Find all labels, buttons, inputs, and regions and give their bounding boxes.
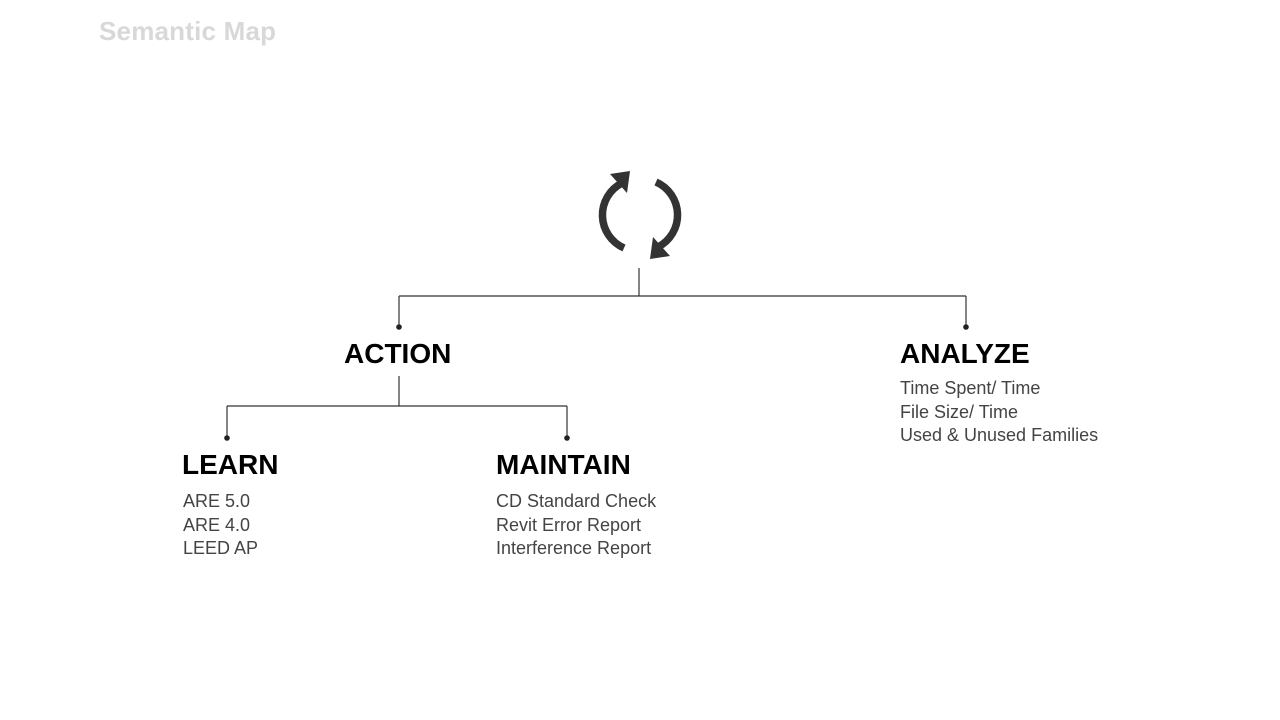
list-item: File Size/ Time xyxy=(900,401,1019,422)
node-maintain-title: MAINTAIN xyxy=(496,449,631,480)
list-item: ARE 4.0 xyxy=(183,514,251,535)
learn-items: ARE 5.0 ARE 4.0 LEED AP xyxy=(183,490,258,561)
maintain-items: CD Standard Check Revit Error Report Int… xyxy=(496,490,656,561)
node-action-title: ACTION xyxy=(344,338,452,369)
list-item: Used & Unused Families xyxy=(900,425,1099,445)
node-learn-title: LEARN xyxy=(182,449,279,480)
node-analyze-title: ANALYZE xyxy=(900,338,1030,369)
learn-dot xyxy=(224,435,230,441)
analyze-dot xyxy=(963,324,969,330)
maintain-dot xyxy=(564,435,570,441)
list-item: Time Spent/ Time xyxy=(900,378,1041,398)
list-item: Revit Error Report xyxy=(496,514,642,535)
page-title: Semantic Map xyxy=(99,16,277,46)
list-item: CD Standard Check xyxy=(496,491,657,511)
analyze-items: Time Spent/ Time File Size/ Time Used & … xyxy=(900,377,1098,448)
list-item: LEED AP xyxy=(183,538,259,558)
list-item: Interference Report xyxy=(496,538,652,558)
refresh-cycle-icon xyxy=(598,171,682,259)
list-item: ARE 5.0 xyxy=(183,491,251,511)
action-dot xyxy=(396,324,402,330)
